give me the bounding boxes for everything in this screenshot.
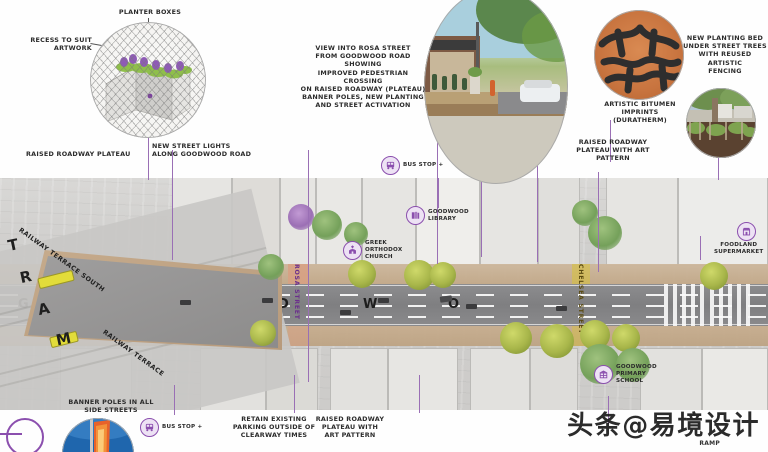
annotation-raised-plateau-left: RAISED ROADWAY PLATEAU bbox=[26, 150, 131, 158]
annotation-new-street-lights: NEW STREET LIGHTS ALONG GOODWOOD ROAD bbox=[152, 142, 252, 159]
badge-greek-church[interactable]: GREEK ORTHODOX CHURCH bbox=[343, 240, 402, 261]
bitumen-photo bbox=[594, 10, 684, 100]
watermark: 头条@易境设计 bbox=[567, 411, 760, 441]
library-icon bbox=[406, 206, 425, 225]
annotation-recess-artwork: RECESS TO SUIT ARTWORK bbox=[30, 36, 92, 53]
street-tree bbox=[540, 324, 574, 358]
building-roof bbox=[470, 348, 530, 410]
north-arrow bbox=[6, 418, 44, 452]
leader-line bbox=[308, 150, 309, 382]
street-tree bbox=[312, 210, 342, 240]
vehicle bbox=[180, 300, 191, 305]
badge-label: FOODLAND SUPERMARKET bbox=[714, 242, 764, 255]
leader-line bbox=[598, 172, 599, 272]
side-street-rosa bbox=[288, 326, 308, 346]
side-street-chelsea bbox=[572, 264, 590, 284]
planting-bed-photo bbox=[686, 88, 756, 158]
street-tree bbox=[288, 204, 314, 230]
north-arrow-bar bbox=[0, 433, 22, 435]
street-tree bbox=[612, 324, 640, 352]
vehicle bbox=[378, 298, 389, 303]
leader-line bbox=[172, 150, 173, 260]
vehicle bbox=[556, 306, 567, 311]
leader-line bbox=[610, 120, 611, 162]
street-tree bbox=[348, 260, 376, 288]
side-street-rosa bbox=[288, 264, 308, 284]
badge-bus-stop-top[interactable]: BUS STOP + bbox=[381, 156, 443, 175]
planter-boxes-photo bbox=[90, 22, 206, 138]
banner-pole-photo bbox=[62, 418, 134, 452]
badge-label: BUS STOP + bbox=[403, 162, 444, 168]
bus-icon bbox=[140, 418, 159, 437]
leader-line bbox=[608, 396, 609, 424]
pedestrian-crossing bbox=[664, 284, 706, 326]
annotation-raised-plateau-art: RAISED ROADWAY PLATEAU WITH ART PATTERN bbox=[576, 138, 650, 163]
annotation-artistic-bitumen: ARTISTIC BITUMEN IMPRINTS (DURATHERM) bbox=[604, 100, 676, 125]
road-letter: W bbox=[363, 297, 378, 312]
side-street-label-chelsea: CHELSEA STREET bbox=[577, 264, 584, 335]
rosa-street-photo bbox=[424, 0, 568, 184]
leader-line bbox=[718, 150, 719, 180]
road-letter: O bbox=[448, 297, 460, 312]
vehicle bbox=[262, 298, 273, 303]
street-tree bbox=[404, 260, 434, 290]
street-tree bbox=[588, 216, 622, 250]
church-icon bbox=[343, 240, 362, 260]
badge-primary-school[interactable]: GOODWOOD PRIMARY SCHOOL bbox=[594, 364, 657, 385]
bus-icon bbox=[381, 156, 400, 175]
side-street-label-rosa: ROSA STREET bbox=[293, 264, 300, 320]
leader-line bbox=[481, 165, 482, 257]
leader-line bbox=[700, 236, 701, 260]
street-tree bbox=[700, 262, 728, 290]
badge-goodwood-library[interactable]: GOODWOOD LIBRARY bbox=[406, 206, 469, 225]
vehicle bbox=[466, 304, 477, 309]
annotation-raised-plateau-bottom: RAISED ROADWAY PLATEAU WITH ART PATTERN bbox=[315, 415, 385, 440]
badge-label: GREEK ORTHODOX CHURCH bbox=[365, 240, 403, 260]
leader-line bbox=[419, 375, 420, 413]
annotation-planter-boxes: PLANTER BOXES bbox=[118, 8, 182, 16]
building-roof bbox=[530, 348, 578, 410]
leader-line bbox=[437, 118, 438, 180]
vehicle bbox=[340, 310, 351, 315]
aerial-site-plan: G O O D W O T R A M R bbox=[0, 178, 768, 410]
badge-bus-stop-bottom[interactable]: BUS STOP + bbox=[140, 418, 202, 437]
street-tree bbox=[616, 348, 650, 382]
leader-line bbox=[174, 385, 175, 415]
building-roof bbox=[702, 348, 768, 410]
leader-line bbox=[294, 375, 295, 413]
annotation-new-planting-bed: NEW PLANTING BED UNDER STREET TREES WITH… bbox=[683, 34, 767, 75]
road-letter: D bbox=[278, 297, 289, 312]
building-roof bbox=[538, 178, 580, 266]
annotation-retain-parking: RETAIN EXISTING PARKING OUTSIDE OF CLEAR… bbox=[232, 415, 316, 440]
badge-foodland[interactable]: FOODLAND SUPERMARKET bbox=[714, 222, 763, 256]
annotation-banner-poles: BANNER POLES IN ALL SIDE STREETS bbox=[68, 398, 154, 415]
leader-line bbox=[537, 152, 538, 262]
building-roof bbox=[388, 348, 458, 410]
ramp-note: RAMP bbox=[699, 440, 720, 448]
leader-line bbox=[437, 152, 438, 264]
shop-icon bbox=[737, 222, 757, 241]
annotation-view-rosa-street: VIEW INTO ROSA STREET FROM GOODWOOD ROAD… bbox=[300, 44, 426, 110]
badge-label: GOODWOOD LIBRARY bbox=[428, 208, 469, 222]
school-icon bbox=[594, 364, 613, 384]
street-tree bbox=[250, 320, 276, 346]
street-tree bbox=[430, 262, 456, 288]
leader-line bbox=[148, 135, 149, 180]
leader-line bbox=[438, 178, 439, 208]
street-tree bbox=[500, 322, 532, 354]
street-tree bbox=[258, 254, 284, 280]
pedestrian-crossing bbox=[710, 284, 752, 326]
building-roof bbox=[480, 178, 538, 266]
building-roof bbox=[330, 348, 388, 410]
badge-label: BUS STOP + bbox=[162, 424, 203, 430]
badge-label: GOODWOOD PRIMARY SCHOOL bbox=[616, 364, 657, 384]
